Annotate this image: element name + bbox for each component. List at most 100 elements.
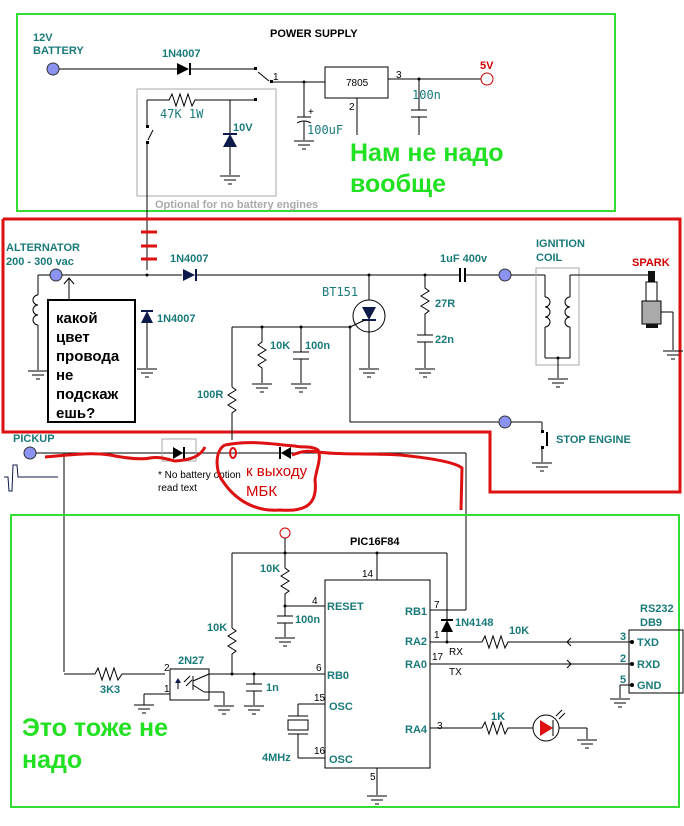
- resistor-10k-gate-label: 10K: [270, 340, 290, 352]
- cap-22n-label: 22n: [435, 334, 454, 346]
- coil-secondary: [564, 296, 571, 328]
- connector-pin-rxd[interactable]: 2 RXD: [620, 653, 660, 671]
- resistor-3k3: [94, 666, 165, 682]
- stop-engine-terminal[interactable]: [498, 415, 512, 429]
- led-icon: [532, 709, 566, 742]
- pin-name: TXD: [637, 637, 659, 649]
- opto-label: 2N27: [178, 655, 204, 667]
- controller-frame: [10, 514, 680, 808]
- resistor-47k-label: 47K 1W: [160, 107, 204, 121]
- up-arrow-icon: [63, 277, 75, 300]
- pin-name-reset: RESET: [327, 601, 364, 613]
- series-diode-label: 1N4007: [170, 253, 209, 265]
- red-circle-mbk: [215, 441, 321, 512]
- battery-label-1: 12V: [33, 32, 53, 44]
- battery-label-2: BATTERY: [33, 45, 84, 57]
- diode-1n4148-label: 1N4148: [455, 617, 494, 629]
- pin-name-ra4: RA4: [405, 724, 428, 736]
- vcc-terminal[interactable]: [279, 527, 291, 539]
- battery-terminal[interactable]: [46, 62, 60, 76]
- alternator-terminal[interactable]: [49, 268, 63, 282]
- coil-primary: [544, 296, 551, 328]
- db9-connector: [628, 629, 684, 694]
- coil-label-1: IGNITION: [536, 238, 585, 250]
- question-line-2: цвет: [56, 329, 90, 346]
- connector-pin-gnd[interactable]: 5 GND: [620, 674, 662, 692]
- rx-label: RX: [449, 647, 463, 658]
- alternator-label-2: 200 - 300 vac: [6, 256, 74, 268]
- power-supply-title: POWER SUPPLY: [270, 28, 358, 40]
- pin-num: 5: [620, 674, 626, 686]
- battery-diode-label: 1N4007: [162, 48, 201, 60]
- pin-num: 3: [620, 631, 626, 643]
- pickup-diode-icon: [173, 447, 185, 459]
- pin-rb0: 6: [316, 663, 322, 674]
- tx-label: TX: [449, 667, 462, 678]
- annotation-not-needed-2: вообще: [350, 170, 446, 198]
- resistor-rx: [481, 634, 630, 650]
- 5v-output-terminal[interactable]: [480, 72, 494, 86]
- coil-terminal[interactable]: [498, 268, 512, 282]
- pin-vss: 5: [370, 772, 376, 783]
- chip-label: PIC16F84: [350, 536, 400, 548]
- series-diode-icon: [183, 269, 197, 281]
- power-supply-frame: [16, 13, 616, 212]
- resistor-47k: [147, 92, 255, 108]
- resistor-3k3-label: 3K3: [100, 684, 120, 696]
- stop-engine-switch[interactable]: [541, 430, 548, 449]
- pickup-waveform-icon: [4, 464, 58, 492]
- question-line-6: ешь?: [56, 405, 95, 422]
- pickup-diode-2-icon: [279, 447, 291, 459]
- resistor-100r-label: 100R: [197, 389, 223, 401]
- pin-reset: 4: [312, 596, 318, 607]
- cap-plus-label: +: [308, 107, 314, 118]
- pin-name: RXD: [637, 659, 660, 671]
- resistor-pullup: [227, 627, 237, 674]
- stop-engine-label: STOP ENGINE: [556, 434, 631, 446]
- optional-box: [136, 88, 277, 197]
- regulator-label: 7805: [346, 78, 369, 89]
- pickup-terminal[interactable]: [23, 446, 37, 460]
- selector-switch[interactable]: [254, 67, 273, 83]
- connector-pin-txd[interactable]: 3 TXD: [620, 631, 659, 649]
- to-mbk-output-label-2: МБК: [246, 483, 277, 500]
- pin-rb1: 7: [434, 600, 440, 611]
- shunt-diode-icon: [141, 310, 153, 323]
- red-dashes: [141, 230, 157, 261]
- annotation-not-needed-1: Нам не надо: [350, 139, 504, 167]
- cap-gate-label: 100n: [305, 340, 330, 352]
- reg-pin-out: 3: [396, 70, 402, 81]
- annotation-also-not-needed-2: надо: [22, 746, 82, 774]
- no-battery-note-1: * No battery option: [158, 470, 241, 481]
- pin-num: 2: [620, 653, 626, 665]
- cap-in-label: 100uF: [307, 123, 343, 137]
- pin-ra2: 1: [434, 630, 440, 641]
- resistor-10k-gate: [257, 327, 267, 383]
- alternator-label-1: ALTERNATOR: [6, 242, 80, 254]
- opto-pin-1: 1: [164, 684, 170, 695]
- pin-name-ra0: RA0: [405, 659, 427, 671]
- resistor-27r-label: 27R: [435, 298, 455, 310]
- resistor-reset: [280, 553, 290, 606]
- 5v-label: 5V: [480, 60, 494, 72]
- optional-note: Optional for no battery engines: [155, 199, 318, 211]
- pin-ra4: 3: [437, 721, 443, 732]
- crystal-label: 4MHz: [262, 752, 291, 764]
- ground-icon: [293, 140, 315, 150]
- cap-input-label: 1n: [266, 682, 279, 694]
- opto-pin-2: 2: [164, 663, 170, 674]
- zener-label: 10V: [233, 122, 253, 134]
- pin-name: GND: [637, 680, 662, 692]
- coil-label-2: COIL: [536, 252, 563, 264]
- spark-plug-icon: [641, 271, 662, 328]
- to-mbk-output-label-1: к выходу: [246, 463, 308, 480]
- ignition-frame: [1, 217, 682, 494]
- battery-diode-icon: [177, 63, 191, 75]
- optocoupler-2n27: [169, 668, 210, 701]
- shunt-diode-label: 1N4007: [157, 313, 196, 325]
- resistor-led: [481, 720, 533, 736]
- optional-switch[interactable]: [146, 125, 154, 144]
- zener-diode-icon: [223, 133, 237, 147]
- pin-osc1: 15: [314, 693, 326, 704]
